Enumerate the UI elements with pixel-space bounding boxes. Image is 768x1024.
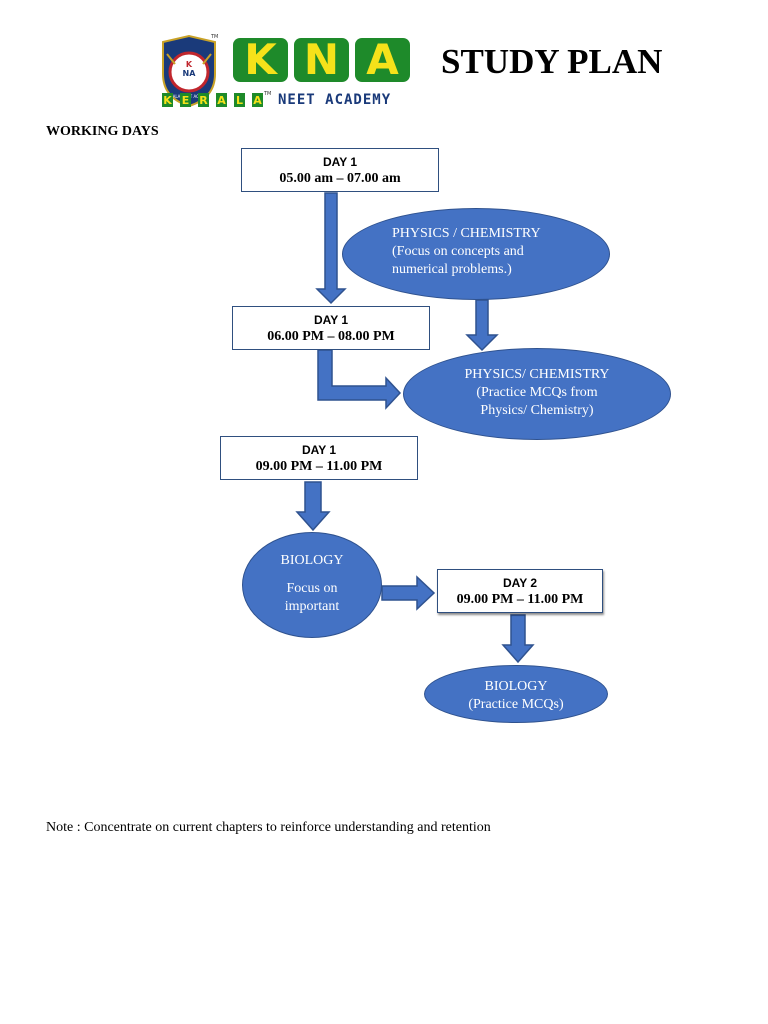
subject-detail: (Practice MCQs): [468, 697, 564, 712]
kerala-letter-box: L: [234, 93, 245, 107]
kna-letter: N: [303, 35, 340, 84]
subject-title: PHYSICS/ CHEMISTRY: [464, 367, 610, 382]
subject-detail: Physics/ Chemistry): [480, 403, 594, 418]
kerala-letter-box: E: [180, 93, 191, 107]
subject-detail: (Focus on concepts and: [392, 244, 524, 259]
kerala-letter-box: K: [162, 93, 173, 107]
arrow-down: [465, 299, 499, 352]
arrow-right: [381, 575, 436, 611]
arrow-elbow-right: [317, 349, 402, 410]
subject-detail: (Practice MCQs from: [476, 385, 598, 400]
academy-name: NEET ACADEMY: [278, 92, 392, 108]
subject-title: BIOLOGY: [280, 553, 344, 568]
kna-letter: A: [366, 35, 399, 84]
page-title: STUDY PLAN: [441, 42, 663, 81]
day-label: DAY 1: [301, 443, 337, 457]
kna-letter-box: N: [294, 38, 349, 82]
kna-letter-box: A: [355, 38, 410, 82]
kerala-letter-box: A: [252, 93, 263, 107]
kerala-letter-box: A: [216, 93, 227, 107]
day-label: DAY 2: [502, 576, 538, 590]
day-label: DAY 1: [313, 313, 349, 327]
badge-letters-na: NA: [183, 69, 197, 78]
subject-detail: important: [284, 599, 340, 614]
kna-letter: K: [244, 35, 277, 84]
subject-detail: Focus on: [286, 581, 338, 596]
day-label: DAY 1: [322, 155, 358, 169]
time-slot-box: DAY 2 09.00 PM – 11.00 PM: [437, 569, 603, 613]
subject-ellipse: PHYSICS / CHEMISTRY (Focus on concepts a…: [342, 208, 610, 300]
badge-letter-k: K: [186, 60, 193, 69]
time-slot-box: DAY 1 06.00 PM – 08.00 PM: [232, 306, 430, 350]
time-range: 05.00 am – 07.00 am: [279, 171, 401, 186]
subject-ellipse: BIOLOGY Focus on important: [242, 532, 382, 638]
arrow-down: [295, 481, 331, 532]
arrow-down: [501, 614, 535, 664]
time-range: 09.00 PM – 11.00 PM: [456, 592, 584, 607]
time-slot-box: DAY 1 09.00 PM – 11.00 PM: [220, 436, 418, 480]
kerala-letter-box: R: [198, 93, 209, 107]
kna-letter-box: K: [233, 38, 288, 82]
subject-ellipse: BIOLOGY (Practice MCQs): [424, 665, 608, 723]
subject-ellipse: PHYSICS/ CHEMISTRY (Practice MCQs from P…: [403, 348, 671, 440]
subject-detail: numerical problems.): [392, 262, 512, 277]
time-range: 06.00 PM – 08.00 PM: [267, 329, 395, 344]
trademark-mark: TM: [211, 34, 219, 40]
subject-title: BIOLOGY: [484, 679, 548, 694]
arrow-down: [315, 192, 347, 305]
study-note: Note : Concentrate on current chapters t…: [46, 820, 491, 835]
time-slot-box: DAY 1 05.00 am – 07.00 am: [241, 148, 439, 192]
section-heading: WORKING DAYS: [46, 124, 159, 139]
time-range: 09.00 PM – 11.00 PM: [255, 459, 383, 474]
subject-title: PHYSICS / CHEMISTRY: [392, 226, 541, 241]
kerala-trademark: TM: [264, 91, 272, 97]
